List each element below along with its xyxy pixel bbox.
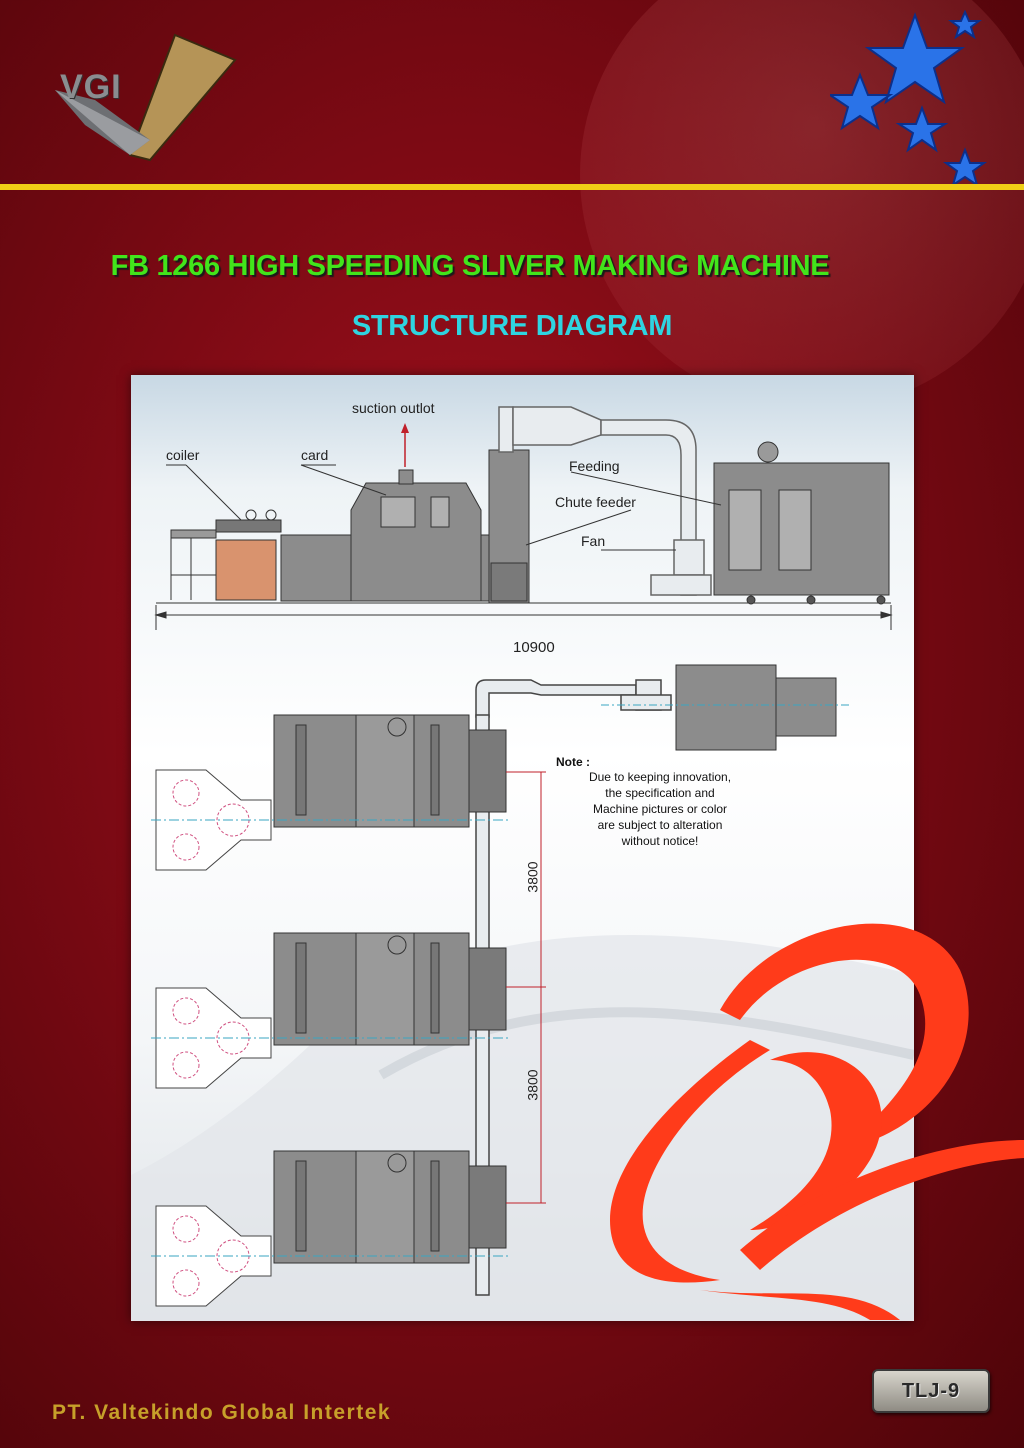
header-rule: [0, 184, 1024, 190]
page-code: TLJ-9: [901, 1379, 961, 1402]
note-line: the specification and: [605, 786, 715, 800]
structure-diagram-panel: suction outlot coiler card Feeding Chute…: [131, 375, 914, 1321]
note-line: are subject to alteration: [597, 818, 723, 832]
ribbon-decoration: [610, 923, 1024, 1320]
note-box: Note : Due to keeping innovation, the sp…: [556, 755, 756, 849]
note-title: Note :: [556, 755, 590, 769]
page-title: FB 1266 HIGH SPEEDING SLIVER MAKING MACH…: [110, 250, 830, 282]
label-chute-feeder: Chute feeder: [555, 494, 636, 510]
label-suction-outlet: suction outlot: [352, 400, 435, 416]
label-fan: Fan: [581, 533, 606, 549]
page-code-badge: TLJ-9: [872, 1369, 990, 1413]
logo-text: VGI: [60, 68, 122, 106]
globe-icon: [580, 0, 1024, 410]
note-line: without notice!: [621, 834, 699, 848]
label-coiler: coiler: [166, 447, 200, 463]
company-name: PT. Valtekindo Global Intertek: [52, 1401, 392, 1424]
label-feeding: Feeding: [569, 458, 620, 474]
structure-diagram: [131, 406, 914, 1321]
note-line: Due to keeping innovation,: [588, 770, 732, 784]
vgi-logo-icon: [55, 33, 237, 162]
dimension-total-length: 10900: [513, 639, 555, 656]
page-subtitle: STRUCTURE DIAGRAM: [351, 310, 673, 342]
star-icon: [830, 10, 988, 188]
note-body: Due to keeping innovation, the specifica…: [556, 769, 756, 849]
dimension-spacing-1: 3800: [524, 861, 541, 893]
note-line: Machine pictures or color: [592, 802, 728, 816]
label-card: card: [301, 447, 329, 463]
